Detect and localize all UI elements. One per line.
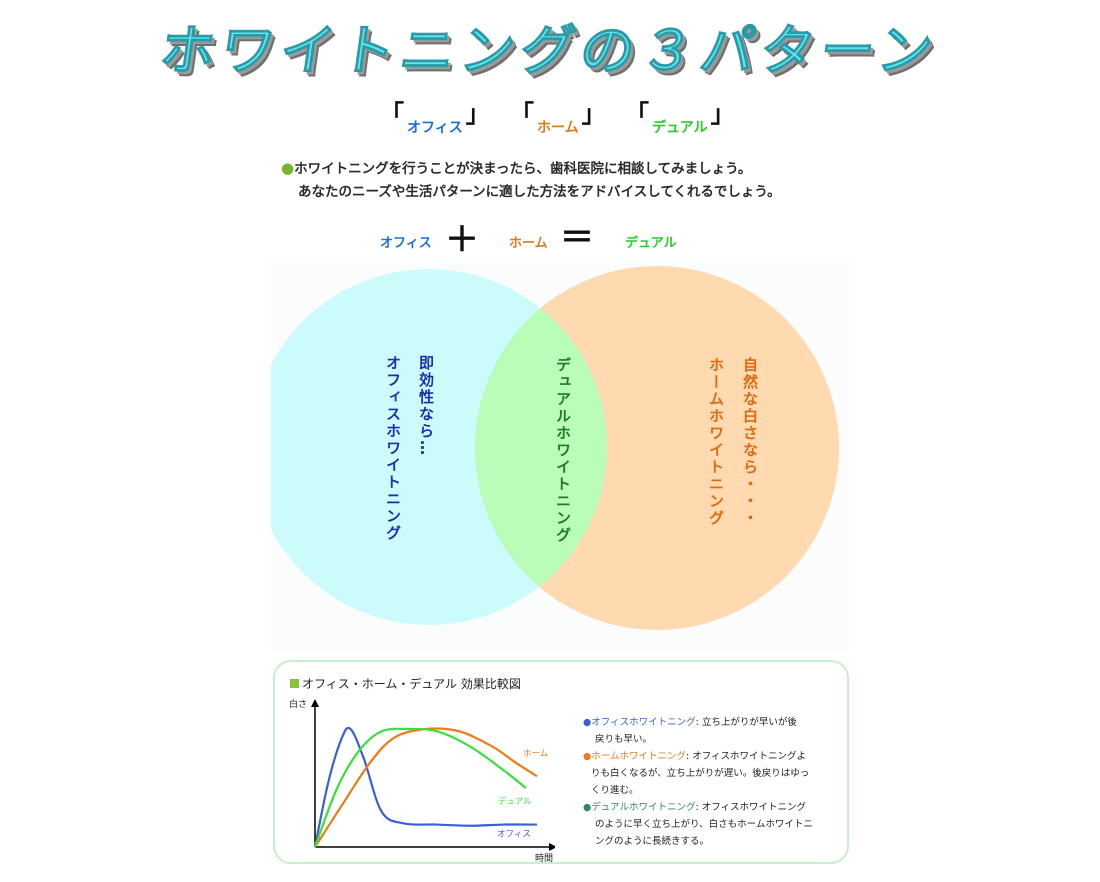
home-bullet-icon: ● [583, 751, 592, 762]
y-axis-arrow [311, 699, 319, 707]
chart-legend: ●オフィスホワイトニング: 立ち上がりが早いが後 戻りも早い。 ●ホームホワイト… [583, 714, 823, 850]
plus-sign: ＋ [445, 220, 479, 260]
dual-overlap [475, 269, 607, 625]
intro-line-1: ホワイトニングを行うことが決まったら、歯科医院に相談してみましょう。 [294, 161, 752, 177]
legend-dual-desc-3: ングのように長続きする。 [595, 836, 710, 847]
equals-sign: ＝ [560, 218, 594, 258]
venn-left-text-2: オフィスホワイトニング [384, 355, 402, 542]
bracket-home-label: 「ホーム」 [510, 94, 606, 137]
legend-home-desc-2: りも白くなるが、立ち上がりが遅い。後戻りはゆっ [591, 768, 810, 779]
bracket-open: 「 [625, 100, 649, 128]
bracket-office-label: 「オフィス」 [380, 94, 490, 137]
legend-dual: ●デュアルホワイトニング: オフィスホワイトニング [583, 799, 823, 816]
venn-left-text-1: 即効性なら… [417, 355, 435, 457]
venn-center-text: デュアルホワイトニング [554, 357, 572, 544]
bracket-close: 」 [710, 100, 735, 128]
chart-title: オフィス・ホーム・デュアル 効果比較図 [290, 675, 521, 692]
legend-office-name: オフィスホワイトニング [591, 717, 696, 728]
bracket-close: 」 [581, 100, 606, 128]
legend-dual-desc-2: のように早く立ち上がり、白さもホームホワイトニ [595, 819, 813, 830]
legend-home-name: ホームホワイトニング [591, 751, 687, 762]
venn-right-text-2: ホームホワイトニング [707, 357, 725, 527]
series-line-0 [313, 726, 538, 848]
series-line-2 [313, 727, 527, 848]
legend-office-desc-1: : 立ち上がりが早いが後 [695, 717, 797, 728]
office-bullet-icon: ● [583, 717, 592, 728]
chart-title-text: オフィス・ホーム・デュアル 効果比較図 [302, 677, 521, 691]
dual-label: デュアル [652, 120, 708, 136]
intro-text: ●ホワイトニングを行うことが決まったら、歯科医院に相談してみましょう。 あなたの… [281, 157, 781, 204]
intro-line-2: あなたのニーズや生活パターンに適した方法をアドバイスしてくれるでしょう。 [298, 184, 781, 200]
y-axis-label: 白さ [289, 698, 307, 710]
comparison-chart-box [273, 660, 849, 864]
venn-diagram [271, 258, 849, 652]
home-label: ホーム [537, 120, 579, 136]
equation-office: オフィス [380, 236, 432, 251]
legend-dual-name: デュアルホワイトニング [591, 802, 696, 813]
dual-bullet-icon: ● [583, 802, 592, 813]
venn-right-text-1: 自然な白さなら・・・ [741, 357, 759, 527]
bracket-close: 」 [465, 100, 490, 128]
legend-home-desc-3: くり進む。 [591, 785, 639, 796]
office-label: オフィス [407, 120, 463, 136]
x-axis-arrow [549, 843, 555, 851]
equation-home: ホーム [509, 236, 548, 251]
legend-office-desc-2: 戻りも早い。 [595, 734, 653, 745]
page-title: ホワイトニングの３パターン [156, 19, 943, 83]
bracket-open: 「 [510, 100, 534, 128]
legend-dual-desc-1: : オフィスホワイトニング [695, 802, 807, 813]
series-label-2: デュアル [498, 796, 532, 807]
series-label-0: オフィス [497, 830, 531, 840]
legend-home: ●ホームホワイトニング: オフィスホワイトニングよ [583, 748, 823, 765]
bracket-dual-label: 「デュアル」 [625, 94, 735, 137]
legend-home-desc-1: : オフィスホワイトニングよ [686, 751, 807, 762]
x-axis-label: 時間 [535, 853, 553, 864]
bracket-open: 「 [380, 100, 404, 128]
equation-dual: デュアル [625, 236, 677, 251]
series-label-1: ホーム [523, 749, 548, 759]
bullet-icon: ● [281, 159, 295, 177]
square-bullet-icon [290, 679, 299, 688]
legend-office: ●オフィスホワイトニング: 立ち上がりが早いが後 [583, 714, 823, 731]
